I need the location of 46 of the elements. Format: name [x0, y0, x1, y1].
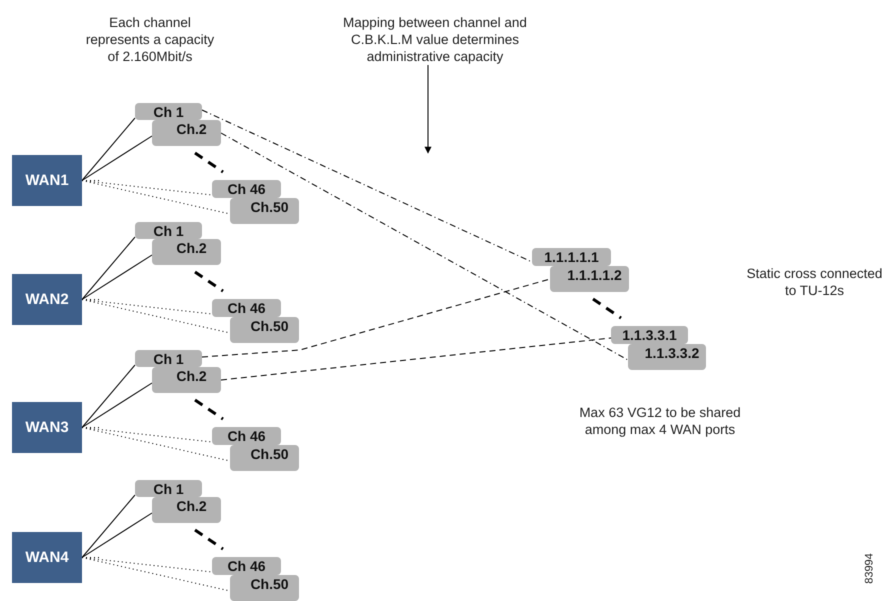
channel-box: Ch 1 [135, 350, 202, 367]
connector-line [202, 110, 532, 262]
connector-line [220, 338, 612, 380]
annotation-text: Static cross connected to TU-12s [746, 265, 883, 299]
wan-port-box: WAN3 [12, 402, 82, 453]
arrow [424, 64, 432, 154]
figure-number: 83994 [862, 552, 876, 586]
channel-box: Ch 1 [135, 222, 202, 239]
channel-box: Ch 1 [135, 103, 202, 120]
connector-line [82, 382, 152, 428]
channel-box: Ch.50 [230, 575, 299, 601]
channel-box: Ch 46 [212, 299, 281, 317]
connector-line [202, 278, 550, 358]
channel-box: Ch.50 [230, 317, 299, 343]
channel-box: Ch.2 [152, 497, 221, 523]
channel-box: 1.1.3.3.2 [628, 344, 706, 370]
connector-line [220, 132, 628, 360]
channel-box: 1.1.3.3.1 [611, 326, 688, 344]
channel-box: Ch 1 [135, 480, 202, 497]
channel-box: Ch 46 [212, 180, 281, 198]
connector-line [82, 136, 152, 181]
connector-line [82, 427, 230, 462]
channel-box: Ch.2 [152, 120, 221, 146]
connector-line [82, 180, 230, 214]
connector-line [82, 512, 152, 558]
channel-box: 1.1.1.1.1 [532, 248, 611, 266]
annotation-text: Mapping between channel and C.B.K.L.M value determines administrative capacity [320, 14, 550, 65]
connector-line [82, 494, 136, 558]
connector-line [82, 254, 152, 300]
channel-box: Ch 46 [212, 557, 281, 575]
wan-port-box: WAN4 [12, 532, 82, 583]
channel-box: Ch 46 [212, 427, 281, 445]
annotation-text: Max 63 VG12 to be shared among max 4 WAN ports [578, 404, 742, 438]
connector-line [82, 118, 136, 181]
connector-line [82, 557, 230, 592]
channel-box: Ch.50 [230, 445, 299, 471]
channel-box: 1.1.1.1.2 [550, 266, 629, 292]
connector-line [82, 364, 136, 428]
wan-port-box: WAN2 [12, 274, 82, 325]
channel-box: Ch.2 [152, 239, 221, 265]
channel-box: Ch.2 [152, 367, 221, 393]
connector-line [82, 299, 230, 334]
connector-line [82, 236, 136, 300]
wan-port-box: WAN1 [12, 155, 82, 206]
annotation-text: Each channel represents a capacity of 2.160Mbit/s [85, 14, 215, 65]
channel-box: Ch.50 [230, 198, 299, 224]
